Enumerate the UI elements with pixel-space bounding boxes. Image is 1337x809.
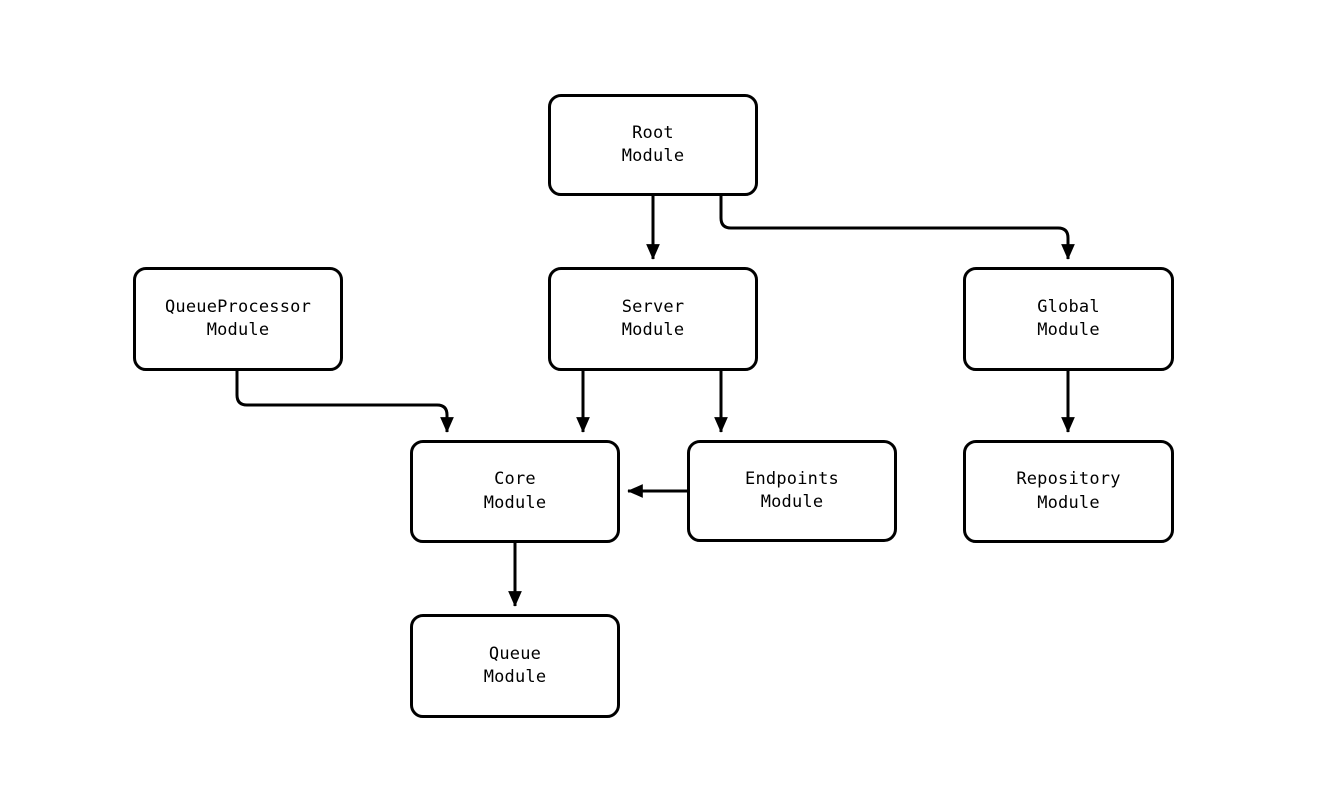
node-label-suffix: Module	[621, 146, 685, 166]
node-label-suffix: Module	[621, 320, 685, 340]
node-label-suffix: Module	[1037, 320, 1100, 340]
node-label-name: Core	[494, 469, 536, 490]
node-label-name: QueueProcessor	[164, 296, 312, 317]
edge-root-global	[719, 196, 1075, 260]
node-label-name: Root	[632, 122, 674, 143]
node-label-name: Endpoints	[745, 468, 839, 489]
node-label-name: Repository	[1016, 469, 1121, 490]
node-label-suffix: Module	[483, 667, 547, 687]
node-label-name: Queue	[488, 643, 542, 664]
node-label-name: Global	[1037, 296, 1100, 317]
node-label-suffix: Module	[760, 492, 824, 512]
node-label-suffix: Module	[483, 492, 547, 513]
node-label-name: Server	[621, 296, 685, 317]
edge-queueprocessor-core	[235, 371, 454, 433]
node-label-suffix: Module	[206, 320, 270, 340]
node-label-suffix: Module	[1037, 492, 1100, 513]
